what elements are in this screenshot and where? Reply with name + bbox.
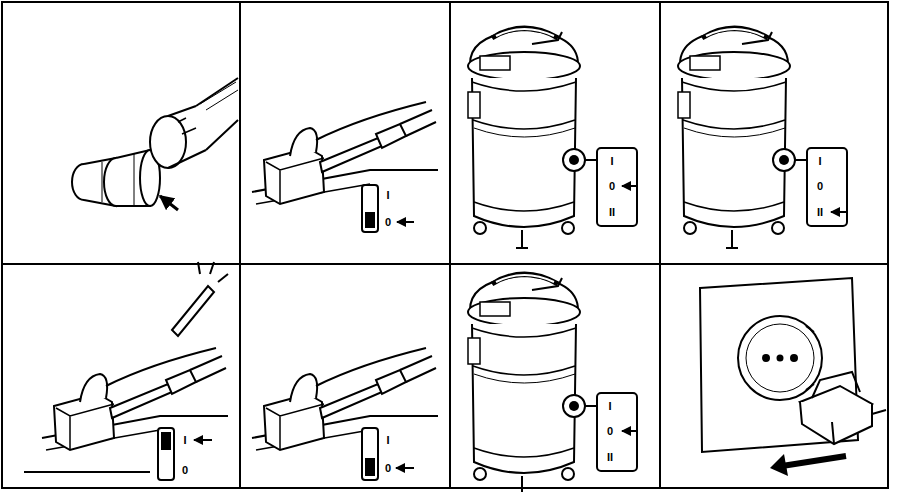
leader-line (584, 405, 596, 407)
switch-rocker (365, 212, 375, 228)
indicator-arrow (396, 467, 414, 469)
divider (449, 2, 451, 488)
switch-position-label: 0 (609, 181, 615, 192)
divider (239, 2, 241, 488)
switch-position-label: 0 (385, 217, 391, 228)
switch-icon (597, 393, 637, 471)
surface-line (24, 471, 150, 473)
leader-line (794, 159, 806, 161)
switch-icon (362, 428, 378, 480)
switch-position-label: 0 (817, 181, 823, 192)
divider (2, 263, 888, 265)
outer-frame (2, 2, 888, 488)
sander-figure (42, 348, 228, 450)
switch-position-label: II (607, 452, 613, 463)
pull-arrow-shaft (782, 456, 846, 466)
vacuum-figure (678, 28, 795, 248)
sander-figure (252, 102, 438, 204)
switch-position-label: 0 (385, 463, 391, 474)
indicator-arrow (831, 211, 846, 213)
switch-icon (807, 148, 847, 226)
switch-position-label: II (817, 207, 823, 218)
switch-icon (158, 428, 174, 480)
switch-position-label: I (818, 156, 821, 167)
switch-position-label: I (183, 435, 186, 446)
switch-position-label: 0 (182, 465, 188, 476)
switch-position-label: I (386, 435, 389, 446)
switch-position-label: I (610, 156, 613, 167)
spark-lines (172, 262, 228, 336)
switch-position-label: I (386, 190, 389, 201)
switch-icon (362, 185, 378, 232)
plug-figure (800, 372, 886, 444)
divider (659, 2, 661, 488)
switch-position-label: 0 (607, 426, 613, 437)
switch-icon (597, 148, 637, 226)
switch-position-label: I (608, 401, 611, 412)
leader-line (584, 159, 596, 161)
pull-arrow-head (770, 454, 788, 476)
direction-arrow (160, 196, 178, 210)
switch-rocker (365, 458, 375, 476)
indicator-arrow (622, 185, 636, 187)
switch-position-label: II (609, 207, 615, 218)
indicator-arrow (622, 430, 636, 432)
adapter-figure (72, 78, 238, 206)
sander-figure (252, 348, 438, 450)
indicator-arrow (194, 439, 212, 441)
switch-rocker (161, 432, 171, 450)
vacuum-figure (468, 274, 585, 492)
indicator-arrow (397, 221, 414, 223)
vacuum-figure (468, 28, 585, 248)
